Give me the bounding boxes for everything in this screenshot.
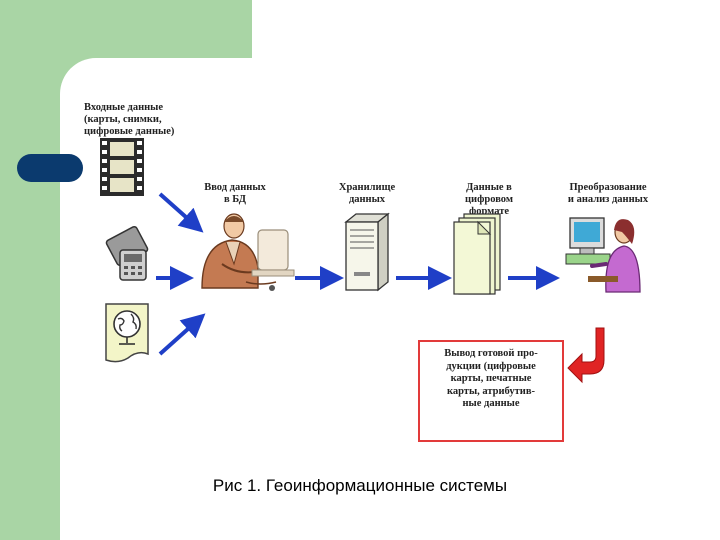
data-storage-label: Хранилище данных [338,182,396,205]
digital-documents-icon [453,213,501,295]
slide-green-left-strip [0,0,60,540]
slide-content-panel [60,58,720,540]
figure-caption: Рис 1. Геоинформационные системы [212,476,508,495]
satellite-device-icon [105,225,149,281]
analyst-at-computer-icon [565,217,641,293]
output-products-text: Вывод готовой про- дукции (цифровые карт… [444,348,538,409]
arrow-document-to-entry [158,313,206,356]
red-curved-arrow-icon [567,327,605,384]
analysis-label: Преобразование и анализ данных [567,182,649,205]
film-strip-icon [100,138,144,196]
arrow-film-to-entry [158,192,204,233]
operator-at-desk-icon [201,213,295,291]
digital-data-label: Данные в цифровом формате [465,182,513,217]
input-data-label: Входные данные (карты, снимки, цифровые … [84,102,175,137]
server-storage-icon [344,212,390,292]
data-entry-label: Ввод данных в БД [204,182,266,205]
globe-document-icon [105,303,149,363]
output-products-box: Вывод готовой про- дукции (цифровые карт… [418,340,564,442]
slide-accent-pill [17,154,83,182]
